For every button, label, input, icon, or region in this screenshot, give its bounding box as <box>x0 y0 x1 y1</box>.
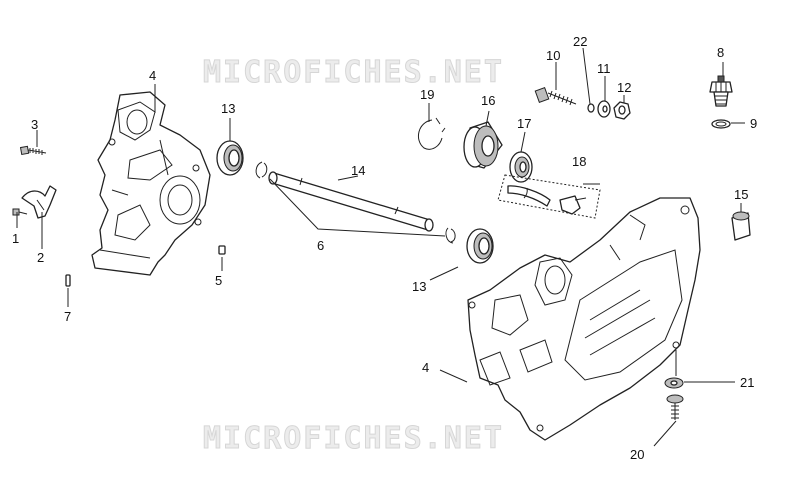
shaft-part-14 <box>268 171 434 232</box>
callout-9: 9 <box>750 116 757 131</box>
washer-part-21 <box>664 377 684 389</box>
callout-4-left: 4 <box>149 68 156 83</box>
drain-plug-part-8 <box>709 75 733 107</box>
callout-14: 14 <box>351 163 365 178</box>
callout-16: 16 <box>481 93 495 108</box>
callout-13-upper: 13 <box>221 101 235 116</box>
callout-3: 3 <box>31 117 38 132</box>
callout-8: 8 <box>717 45 724 60</box>
bolt-part-10 <box>534 87 577 106</box>
callout-1: 1 <box>12 231 19 246</box>
washer-part-22 <box>587 103 595 113</box>
callout-20: 20 <box>630 447 644 462</box>
callout-19: 19 <box>420 87 434 102</box>
screw-part-20 <box>666 394 684 420</box>
shift-fork-part-2 <box>21 185 57 219</box>
circlip-part-6-left <box>255 161 268 179</box>
o-ring-part-9 <box>711 119 731 129</box>
callout-13-lower: 13 <box>412 279 426 294</box>
callout-21: 21 <box>740 375 754 390</box>
pin-part-7 <box>65 274 71 287</box>
bushing-part-15 <box>731 211 751 241</box>
watermark-top: MICROFICHES.NET <box>203 55 504 90</box>
circlip-part-6-right <box>445 227 456 244</box>
breather-hose-part-18 <box>497 174 601 219</box>
callout-2: 2 <box>37 250 44 265</box>
leader-lines <box>16 47 745 447</box>
dowel-pin-part-5 <box>218 245 226 255</box>
callout-10: 10 <box>546 48 560 63</box>
bearing-part-13-lower <box>466 228 494 264</box>
callout-7: 7 <box>64 309 71 324</box>
screw-part-3 <box>19 145 47 156</box>
callout-18: 18 <box>572 154 586 169</box>
oil-seal-part-17 <box>509 151 533 183</box>
watermark-bottom: MICROFICHES.NET <box>203 421 504 456</box>
callout-5: 5 <box>215 273 222 288</box>
bearing-part-13-upper <box>216 140 244 176</box>
bearing-part-16 <box>463 121 503 169</box>
crankcase-left-half <box>91 91 211 276</box>
callout-11: 11 <box>597 61 611 76</box>
callout-17: 17 <box>517 116 531 131</box>
circlip-part-19 <box>417 117 446 150</box>
nut-part-12 <box>613 101 631 120</box>
callout-22: 22 <box>573 34 587 49</box>
washer-part-11 <box>597 100 611 118</box>
callout-6: 6 <box>317 238 324 253</box>
callout-12: 12 <box>617 80 631 95</box>
callout-15: 15 <box>734 187 748 202</box>
callout-labels: 3 1 2 4 5 7 13 14 6 13 19 16 17 18 10 22… <box>12 34 757 462</box>
bolt-part-1 <box>12 208 28 216</box>
crankcase-right-half <box>467 197 701 441</box>
callout-4-right: 4 <box>422 360 429 375</box>
